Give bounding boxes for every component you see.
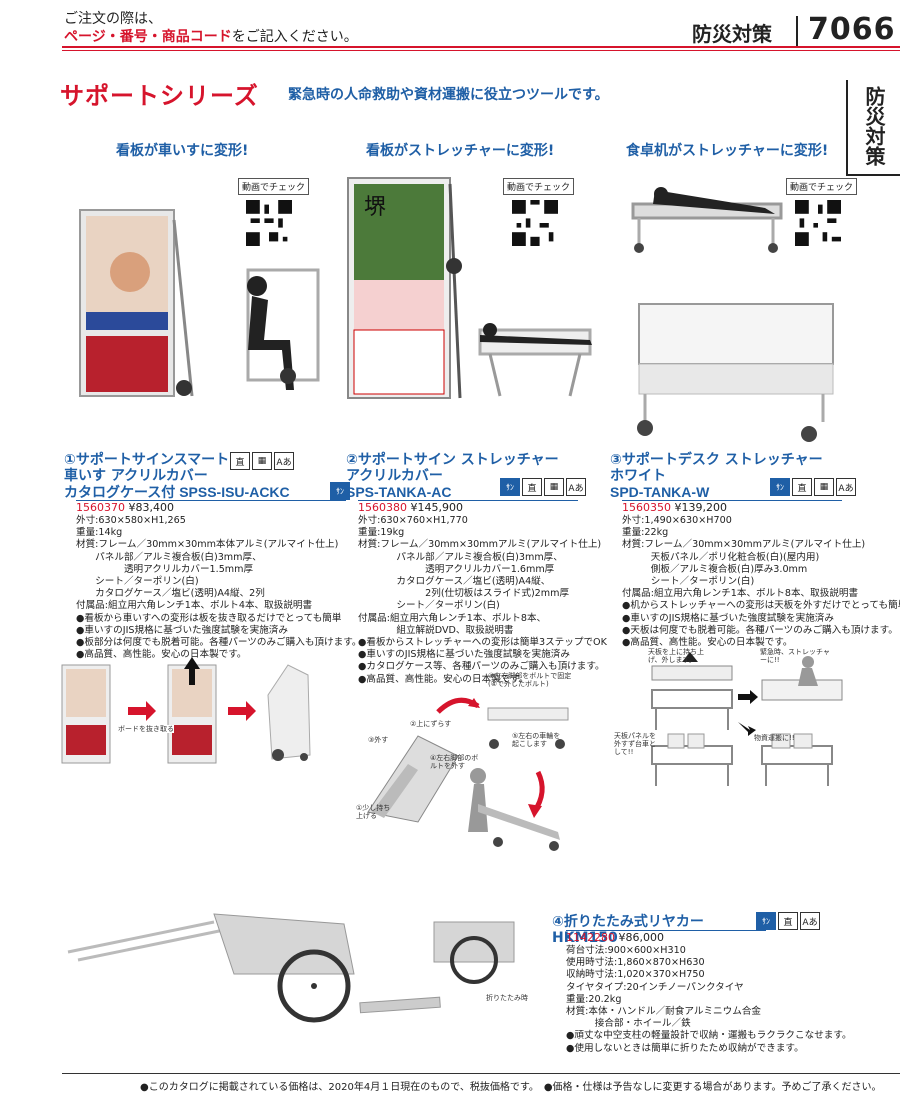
- annotation-s3-4: 物資運搬に!!: [754, 734, 795, 742]
- product-1-model: カタログケース付 SPSS-ISU-ACKC: [64, 484, 290, 500]
- name-print-icon: Aあ: [566, 478, 586, 496]
- footer-rule: [62, 1073, 900, 1074]
- product-4-spec: 荷台寸法:900×600×H310 使用時寸法:1,860×870×H630 収…: [566, 945, 852, 1054]
- svg-text:堺: 堺: [364, 195, 386, 220]
- caption-2: 看板がストレッチャーに変形!: [366, 143, 555, 159]
- series-description: 緊急時の人命救助や資材運搬に役立つツールです。: [288, 87, 609, 103]
- qr-code-3[interactable]: [795, 200, 841, 246]
- annotation-s2-6: ①少し持ち上げる: [356, 804, 391, 820]
- product-photo-rear-cart: [67, 913, 515, 1023]
- direct-ship-icon: 直: [230, 452, 250, 470]
- order-note-tail: をご記入ください。: [231, 29, 358, 45]
- product-1-rule: [76, 500, 346, 501]
- product-1-title: ①サポートサインスマート 車いす アクリルカバー カタログケース付 SPSS-I…: [64, 452, 344, 500]
- header-rule-thin: [62, 50, 900, 51]
- product-3-title: ③サポートデスク ストレッチャー ホワイト SPD-TANKA-W: [610, 452, 850, 500]
- order-note-line1: ご注文の際は、: [64, 11, 162, 27]
- annotation-board: ボードを抜き取る: [118, 725, 174, 733]
- series-title: サポートシリーズ: [60, 82, 259, 110]
- product-3-code-price: 1560350 ¥139,200: [622, 501, 727, 514]
- calc-icon: ▦: [252, 452, 272, 470]
- product-2-price: ¥145,900: [410, 501, 464, 514]
- annotation-s2-2: ②上にずらす: [410, 720, 452, 728]
- product-2-icons: ｻﾝ 直 ▦ Aあ: [500, 478, 586, 496]
- product-2-title-line2: アクリルカバー: [346, 468, 443, 484]
- annotation-s3-2: 緊急時、ストレッチャーに!!: [760, 648, 830, 664]
- qr-code-1[interactable]: [246, 200, 292, 246]
- product-3-code: 1560350: [622, 501, 671, 514]
- sample-icon: ｻﾝ: [770, 478, 790, 496]
- product-photo-desk-stretcher: [631, 187, 834, 442]
- product-3-icons: ｻﾝ 直 ▦ Aあ: [770, 478, 856, 496]
- product-2-code-price: 1560380 ¥145,900: [358, 501, 463, 514]
- diagram-sign-to-wheelchair: [61, 657, 311, 764]
- product-4-price: ¥86,000: [618, 931, 665, 944]
- product-1-code-price: 1560370 ¥83,400: [76, 501, 174, 514]
- sample-icon: ｻﾝ: [330, 482, 350, 500]
- diagram-desk-to-stretcher: [651, 652, 843, 786]
- product-1-spec: 外寸:630×580×H1,265 重量:14kg 材質:フレーム／30mm×3…: [76, 515, 362, 661]
- product-1-title-line1: ①サポートサインスマート: [64, 452, 230, 468]
- annotation-fold: 折りたたみ時: [486, 994, 528, 1002]
- calc-icon: ▦: [814, 478, 834, 496]
- product-2-rule: [358, 500, 578, 501]
- annotation-s2-4: ④左右脚部のボルトを外す: [430, 754, 479, 770]
- side-tab: 防災対策: [846, 80, 900, 176]
- product-3-model: SPD-TANKA-W: [610, 484, 710, 500]
- product-1-title-line2: 車いす アクリルカバー: [64, 468, 208, 484]
- product-3-title-line2: ホワイト: [610, 468, 666, 484]
- product-3-rule: [622, 500, 842, 501]
- annotation-s2-3: ③外す: [368, 736, 389, 744]
- caption-3: 食卓机がストレッチャーに変形!: [626, 143, 829, 159]
- direct-ship-icon: 直: [792, 478, 812, 496]
- header-divider: [796, 16, 798, 46]
- product-3-spec: 外寸:1,490×630×H700 重量:22kg 材質:フレーム／30mm×3…: [622, 515, 900, 649]
- qr-code-2[interactable]: [512, 200, 558, 246]
- annotation-s2-5: ⑤左右の車輪を起こします: [512, 732, 561, 748]
- product-4-icons: ｻﾝ 直 Aあ: [756, 912, 820, 930]
- product-4-title-line1: ④折りたたみ式リヤカー HKM150: [552, 914, 704, 946]
- direct-ship-icon: 直: [522, 478, 542, 496]
- section-name: 防災対策: [692, 22, 772, 46]
- name-print-icon: Aあ: [836, 478, 856, 496]
- product-1-price: ¥83,400: [128, 501, 175, 514]
- product-photo-sign-stretcher: 堺: [347, 177, 592, 399]
- product-4-code-price: 1142280 ¥86,000: [566, 931, 664, 944]
- product-2-spec: 外寸:630×760×H1,770 重量:19kg 材質:フレーム／30mm×3…: [358, 515, 607, 685]
- annotation-s2-1: ④左右脚部をボルトで固定(④で外したボルト): [488, 672, 572, 688]
- sample-icon: ｻﾝ: [500, 478, 520, 496]
- movie-badge-3: 動画でチェック: [786, 178, 858, 195]
- diagram-sign-to-stretcher: [367, 697, 569, 851]
- product-2-title-line1: ②サポートサイン ストレッチャー: [346, 452, 559, 468]
- name-print-icon: Aあ: [274, 452, 294, 470]
- direct-ship-icon: 直: [778, 912, 798, 930]
- footer-note: ●このカタログに掲載されている価格は、2020年4月１日現在のもので、税抜価格で…: [140, 1082, 882, 1093]
- product-2-code: 1560380: [358, 501, 407, 514]
- order-note-red: ページ・番号・商品コード: [64, 29, 232, 45]
- product-2-title: ②サポートサイン ストレッチャー アクリルカバー SPS-TANKA-AC: [346, 452, 596, 500]
- product-4-rule: [566, 930, 766, 931]
- annotation-s3-1: 天板を上に持ち上げ、外します。: [648, 648, 704, 664]
- header-rule: [62, 46, 900, 48]
- product-1-icons: 直 ▦ Aあ: [230, 452, 294, 470]
- calc-icon: ▦: [544, 478, 564, 496]
- product-3-title-line1: ③サポートデスク ストレッチャー: [610, 452, 823, 468]
- product-photo-sign-wheelchair: [79, 209, 320, 397]
- movie-badge-2: 動画でチェック: [503, 178, 575, 195]
- product-2-model: SPS-TANKA-AC: [346, 484, 452, 500]
- order-note: ご注文の際は、 ページ・番号・商品コードをご記入ください。: [64, 10, 358, 46]
- product-3-price: ¥139,200: [674, 501, 728, 514]
- page-number: 7066: [808, 12, 896, 47]
- product-4-title: ④折りたたみ式リヤカー HKM150: [552, 914, 772, 946]
- annotation-s3-3: 天板パネルを外すず台車として!!: [614, 732, 656, 756]
- movie-badge-1: 動画でチェック: [238, 178, 310, 195]
- caption-1: 看板が車いすに変形!: [116, 143, 249, 159]
- product-1-code: 1560370: [76, 501, 125, 514]
- product-4-code: 1142280: [566, 931, 615, 944]
- sample-icon: ｻﾝ: [756, 912, 776, 930]
- name-print-icon: Aあ: [800, 912, 820, 930]
